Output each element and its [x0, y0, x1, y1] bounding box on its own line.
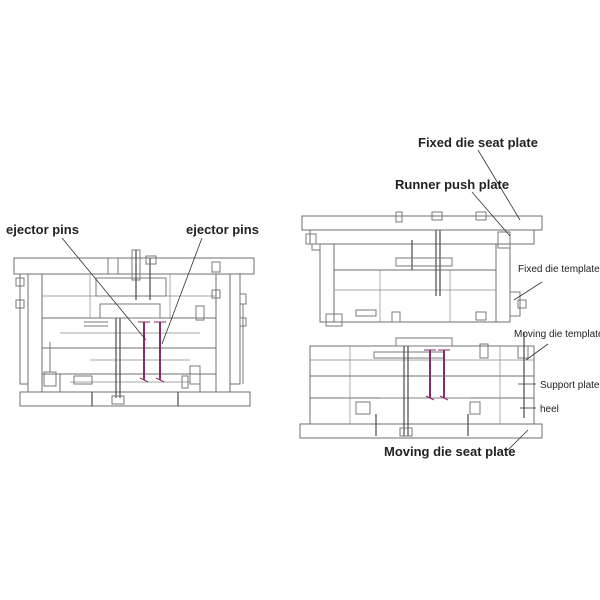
- right-ejector-pins: [424, 349, 450, 401]
- leader-runner-push-plate: [471, 191, 511, 237]
- opened-mold-assembly: [299, 149, 549, 451]
- label-runner-push-plate: Runner push plate: [395, 177, 509, 192]
- right-support-plate: [309, 375, 535, 399]
- leader-ejector-pins-left: [61, 237, 147, 341]
- right-guide-post-right: [495, 243, 511, 323]
- leader-moving-die-template: [525, 343, 549, 361]
- right-moving-template: [309, 345, 535, 377]
- right-fixed-seat-plate: [301, 215, 543, 231]
- left-side-block-right: [229, 273, 241, 385]
- left-guide-post-left: [27, 273, 43, 393]
- label-ejector-pins-left: ejector pins: [6, 222, 79, 237]
- leader-fixed-die-seat-plate: [477, 149, 521, 221]
- right-guide-post-left: [319, 243, 335, 323]
- label-heel: heel: [540, 404, 559, 415]
- label-fixed-die-template: Fixed die template: [518, 264, 600, 275]
- left-ejector-pins: [138, 321, 166, 383]
- label-fixed-die-seat-plate: Fixed die seat plate: [418, 135, 538, 150]
- leader-fixed-die-template: [513, 281, 543, 301]
- left-side-block-left: [19, 273, 29, 385]
- label-moving-die-template: Moving die template: [514, 329, 600, 340]
- left-support-plate: [41, 347, 217, 375]
- closed-mold-assembly: [13, 237, 255, 407]
- left-guide-post-right: [215, 273, 231, 393]
- label-support-plate: Support plate: [540, 380, 600, 391]
- label-ejector-pins-right: ejector pins: [186, 222, 259, 237]
- left-ejector-housing: [59, 373, 201, 393]
- leader-ejector-pins-right: [161, 237, 203, 345]
- right-heel-block: [309, 397, 535, 425]
- left-bottom-plate: [19, 391, 251, 407]
- right-moving-seat-plate: [299, 423, 543, 439]
- leader-moving-die-seat-plate: [507, 429, 529, 451]
- label-moving-die-seat-plate: Moving die seat plate: [384, 444, 515, 459]
- right-fixed-template: [333, 269, 497, 323]
